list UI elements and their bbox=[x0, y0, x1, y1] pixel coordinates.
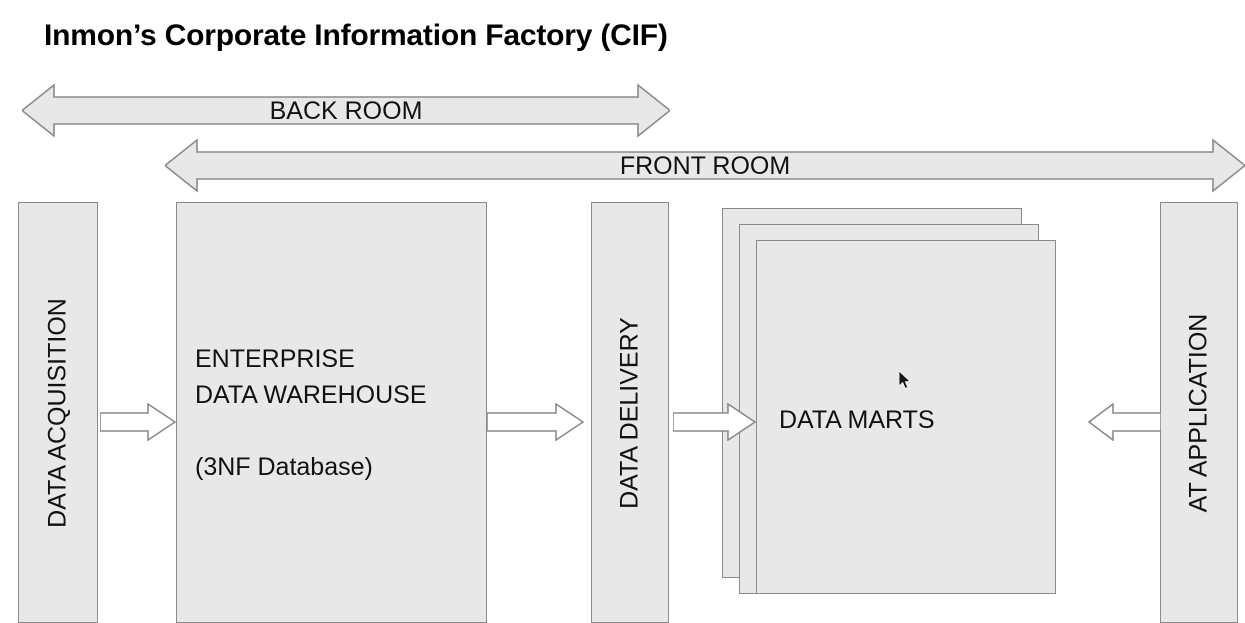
column-data-delivery-label: DATA DELIVERY bbox=[615, 316, 644, 509]
banner-back-room-label: BACK ROOM bbox=[269, 97, 423, 125]
banner-front-room-label: FRONT ROOM bbox=[619, 152, 791, 180]
edw-line-1: ENTERPRISE bbox=[195, 345, 355, 373]
page-title: Inmon’s Corporate Information Factory (C… bbox=[44, 19, 668, 52]
banner-back-room: BACK ROOM bbox=[22, 83, 670, 138]
double-headed-arrow-icon bbox=[22, 83, 670, 138]
double-headed-arrow-icon bbox=[165, 138, 1245, 193]
connector-acquisition-to-edw bbox=[100, 403, 176, 441]
arrow-right-icon bbox=[673, 403, 756, 441]
box-enterprise-data-warehouse: ENTERPRISE DATA WAREHOUSE (3NF Database) bbox=[176, 202, 487, 623]
data-marts-label: DATA MARTS bbox=[779, 406, 935, 434]
banner-front-room: FRONT ROOM bbox=[165, 138, 1245, 193]
column-data-acquisition: DATA ACQUISITION bbox=[18, 202, 98, 623]
connector-application-to-marts bbox=[1088, 403, 1161, 441]
connector-delivery-to-marts bbox=[673, 403, 756, 441]
edw-line-3: (3NF Database) bbox=[195, 453, 373, 481]
arrow-right-icon bbox=[487, 403, 584, 441]
column-data-delivery: DATA DELIVERY bbox=[591, 202, 669, 623]
arrow-right-icon bbox=[100, 403, 176, 441]
column-data-acquisition-label: DATA ACQUISITION bbox=[43, 297, 72, 528]
connector-edw-to-delivery bbox=[487, 403, 584, 441]
arrow-left-icon bbox=[1088, 403, 1161, 441]
column-at-application-label: AT APPLICATION bbox=[1184, 313, 1213, 512]
data-marts-sheet-front: DATA MARTS bbox=[756, 240, 1056, 594]
edw-line-2: DATA WAREHOUSE bbox=[195, 381, 427, 409]
column-at-application: AT APPLICATION bbox=[1160, 202, 1238, 623]
